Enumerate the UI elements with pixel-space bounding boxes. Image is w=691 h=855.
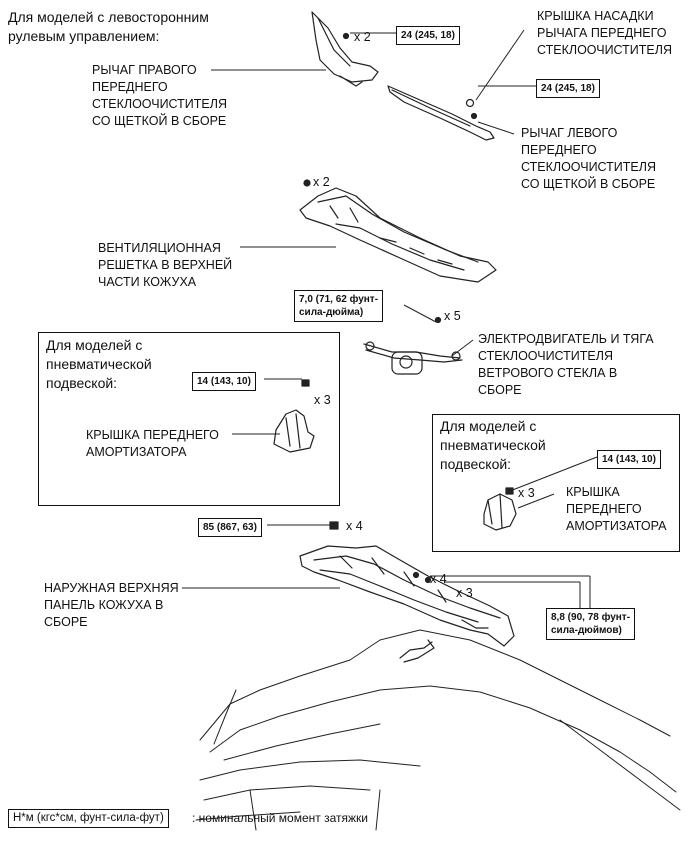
cowl-panel-drawing bbox=[299, 521, 515, 647]
count-cowl-panel-nut: x 4 bbox=[346, 519, 363, 533]
count-cowl-panel-bolt-b: x 3 bbox=[456, 586, 473, 600]
bracket-drawing bbox=[399, 639, 435, 663]
shock-cap-left-drawing bbox=[273, 379, 315, 453]
wiper-motor-drawing bbox=[363, 316, 463, 375]
air-suspension-note-right bbox=[432, 414, 680, 552]
torque-box-left-arm: 24 (245, 18) bbox=[536, 79, 600, 98]
legend-torque-unit: Н*м (кгс*см, фунт-сила-фут) bbox=[8, 809, 169, 828]
label-shock-cap-right: КРЫШКА ПЕРЕДНЕГО АМОРТИЗАТОРА bbox=[566, 485, 667, 533]
label-cowl-grille: ВЕНТИЛЯЦИОННАЯ РЕШЕТКА В ВЕРХНЕЙ ЧАСТИ К… bbox=[98, 241, 233, 289]
count-shock-cap-right-nut: x 3 bbox=[518, 486, 535, 500]
count-cowl-panel-bolt-a: x 4 bbox=[430, 572, 447, 586]
torque-box-wiper-motor: 7,0 (71, 62 фунт- сила-дюйма) bbox=[294, 290, 384, 322]
label-wiper-motor: ЭЛЕКТРОДВИГАТЕЛЬ И ТЯГА СТЕКЛООЧИСТИТЕЛЯ… bbox=[478, 332, 654, 397]
label-air-suspension-right: Для моделей с пневматической подвеской: bbox=[440, 418, 546, 472]
air-suspension-note-left bbox=[38, 332, 340, 506]
torque-box-cowl-panel-bolts: 8,8 (90, 78 фунт- сила-дюймов) bbox=[546, 608, 636, 640]
shock-cap-right-drawing bbox=[483, 487, 517, 531]
legend-description: : номинальный момент затяжки bbox=[192, 811, 368, 825]
torque-box-right-arm: 24 (245, 18) bbox=[396, 26, 460, 45]
left-wiper-arm-drawing bbox=[387, 85, 495, 141]
torque-box-cowl-panel-nut: 85 (867, 63) bbox=[198, 518, 262, 537]
count-motor-bolt: x 5 bbox=[444, 309, 461, 323]
label-wiper-cap: КРЫШКА НАСАДКИ РЫЧАГА ПЕРЕДНЕГО СТЕКЛООЧ… bbox=[537, 9, 672, 57]
count-right-arm-nut: x 2 bbox=[354, 30, 371, 44]
label-cowl-panel: НАРУЖНАЯ ВЕРХНЯЯ ПАНЕЛЬ КОЖУХА В СБОРЕ bbox=[44, 581, 179, 629]
label-left-wiper-arm: РЫЧАГ ЛЕВОГО ПЕРЕДНЕГО СТЕКЛООЧИСТИТЕЛЯ … bbox=[521, 126, 656, 191]
right-wiper-arm-drawing bbox=[311, 11, 379, 87]
label-air-suspension-left: Для моделей с пневматической подвеской: bbox=[46, 337, 152, 391]
count-shock-cap-left-nut: x 3 bbox=[314, 393, 331, 407]
label-shock-cap-left: КРЫШКА ПЕРЕДНЕГО АМОРТИЗАТОРА bbox=[86, 428, 219, 459]
torque-box-shock-cap-left: 14 (143, 10) bbox=[192, 372, 256, 391]
lhd-note: Для моделей с левосторонним рулевым упра… bbox=[8, 9, 209, 44]
label-right-wiper-arm: РЫЧАГ ПРАВОГО ПЕРЕДНЕГО СТЕКЛООЧИСТИТЕЛЯ… bbox=[92, 63, 227, 128]
torque-box-shock-cap-right: 14 (143, 10) bbox=[597, 450, 661, 469]
count-grille-clip: x 2 bbox=[313, 175, 330, 189]
cowl-grille-drawing bbox=[299, 179, 497, 283]
vehicle-outline bbox=[195, 629, 681, 831]
